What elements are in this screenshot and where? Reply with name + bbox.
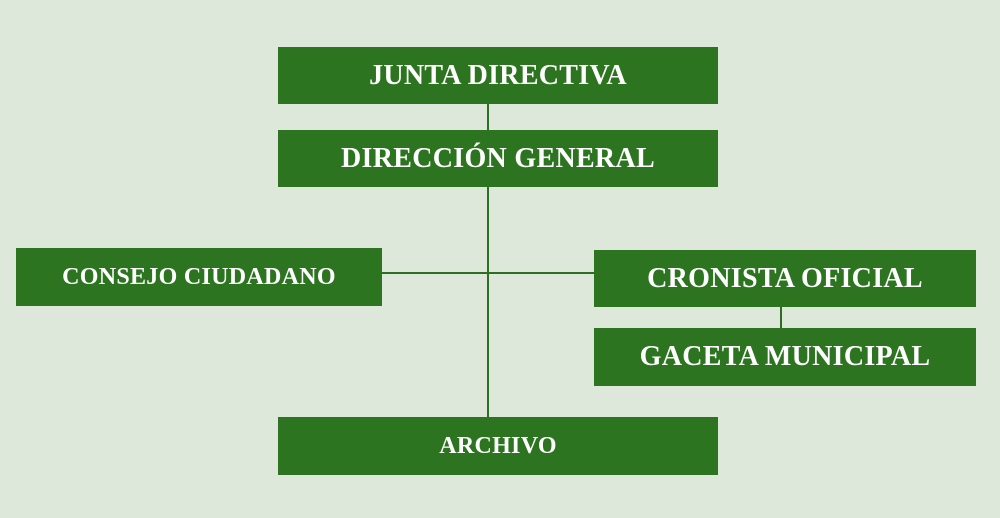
node-label: GACETA MUNICIPAL (639, 341, 931, 372)
node-gaceta-municipal: GACETA MUNICIPAL (594, 328, 976, 386)
node-label: CONSEJO CIUDADANO (62, 263, 336, 290)
node-consejo-ciudadano: CONSEJO CIUDADANO (16, 248, 382, 306)
node-label: ARCHIVO (439, 432, 557, 459)
connector-direccion-to-archivo (487, 187, 489, 418)
node-cronista-oficial: CRONISTA OFICIAL (594, 250, 976, 307)
node-label: CRONISTA OFICIAL (647, 262, 923, 294)
node-label: DIRECCIÓN GENERAL (341, 142, 655, 174)
connector-junta-to-direccion (487, 104, 489, 131)
node-junta-directiva: JUNTA DIRECTIVA (278, 47, 718, 104)
connector-horizontal-branch (381, 272, 595, 274)
node-archivo: ARCHIVO (278, 417, 718, 475)
node-label: JUNTA DIRECTIVA (369, 59, 627, 91)
node-direccion-general: DIRECCIÓN GENERAL (278, 130, 718, 187)
connector-cronista-to-gaceta (780, 307, 782, 329)
